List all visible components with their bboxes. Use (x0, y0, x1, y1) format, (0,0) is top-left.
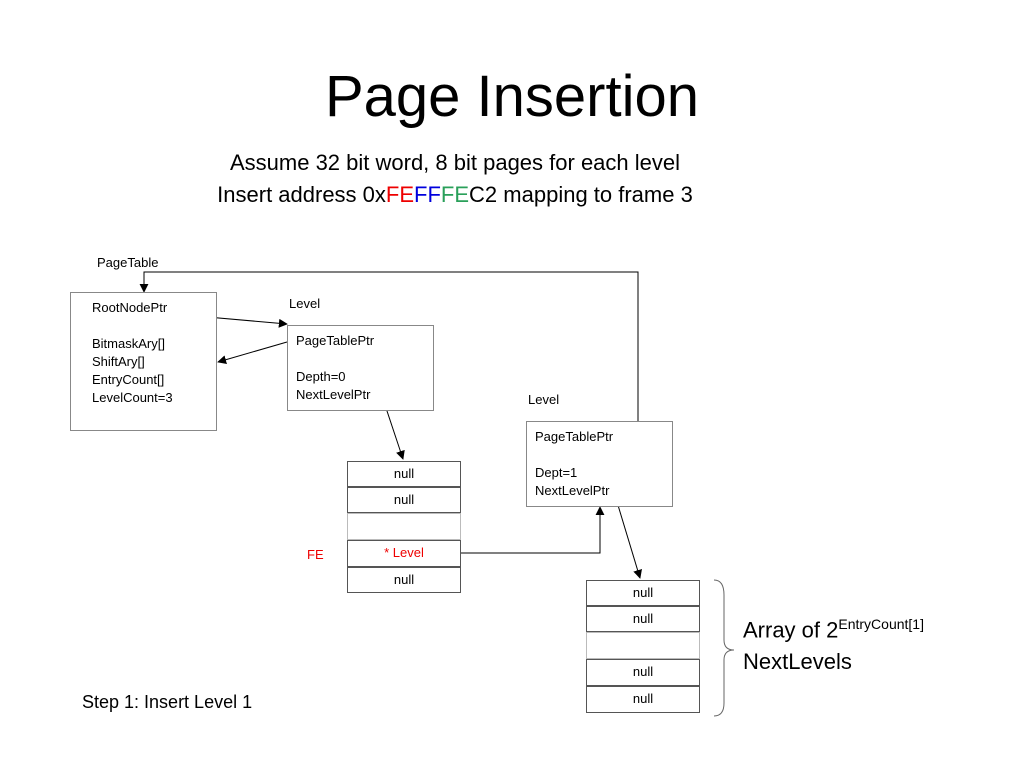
array0-cell: null (347, 461, 461, 487)
subtitle-prefix: Insert address 0x (217, 182, 386, 207)
level0-fields: PageTablePtr Depth=0 NextLevelPtr (296, 333, 375, 402)
level1-fields: PageTablePtr Dept=1 NextLevelPtr (535, 429, 614, 498)
array-brace-icon (713, 579, 735, 717)
array-label-line2: NextLevels (743, 649, 852, 675)
hex-part-1: FE (385, 182, 415, 207)
array-label-prefix: Array of 2 (743, 617, 839, 643)
pagetable-label: PageTable (97, 255, 159, 270)
level1-to-pagetable-arrow (139, 271, 639, 437)
level0-to-pagetable-arrow (217, 341, 288, 365)
cell-to-level1-arrow (461, 506, 605, 554)
level1-label: Level (528, 392, 560, 407)
step-caption: Step 1: Insert Level 1 (82, 692, 253, 712)
array-label-superscript: EntryCount[1] (838, 616, 924, 632)
array1-cell: null (586, 580, 700, 606)
array0-cell: null (347, 567, 461, 593)
page-title: Page Insertion (324, 64, 700, 129)
subtitle-line1: Assume 32 bit word, 8 bit pages for each… (229, 150, 681, 175)
array0-level-cell: * Level (347, 540, 461, 567)
subtitle-line2: Insert address 0xFEFFFEC2 mapping to fra… (0, 180, 910, 210)
pagetable-box: RootNodePtr BitmaskAry[] ShiftAry[] Entr… (70, 292, 217, 431)
hex-part-3: FE (440, 182, 470, 207)
hex-part-2: FF (414, 182, 441, 207)
level0-box: PageTablePtr Depth=0 NextLevelPtr (287, 325, 434, 411)
array1-cell: null (586, 686, 700, 713)
array-label: Array of 2EntryCount[1] NextLevels (743, 608, 924, 678)
pagetable-fields: RootNodePtr BitmaskAry[] ShiftAry[] Entr… (92, 300, 173, 405)
array0-index-label: FE (307, 547, 324, 562)
array1-cell: null (586, 659, 700, 686)
level0-label: Level (289, 296, 321, 311)
array1-gap-cell (586, 632, 700, 659)
array0-cell: null (347, 487, 461, 513)
level1-box: PageTablePtr Dept=1 NextLevelPtr (526, 421, 673, 507)
subtitle-suffix: C2 mapping to frame 3 (469, 182, 693, 207)
array0-gap-cell (347, 513, 461, 540)
array1-cell: null (586, 606, 700, 632)
